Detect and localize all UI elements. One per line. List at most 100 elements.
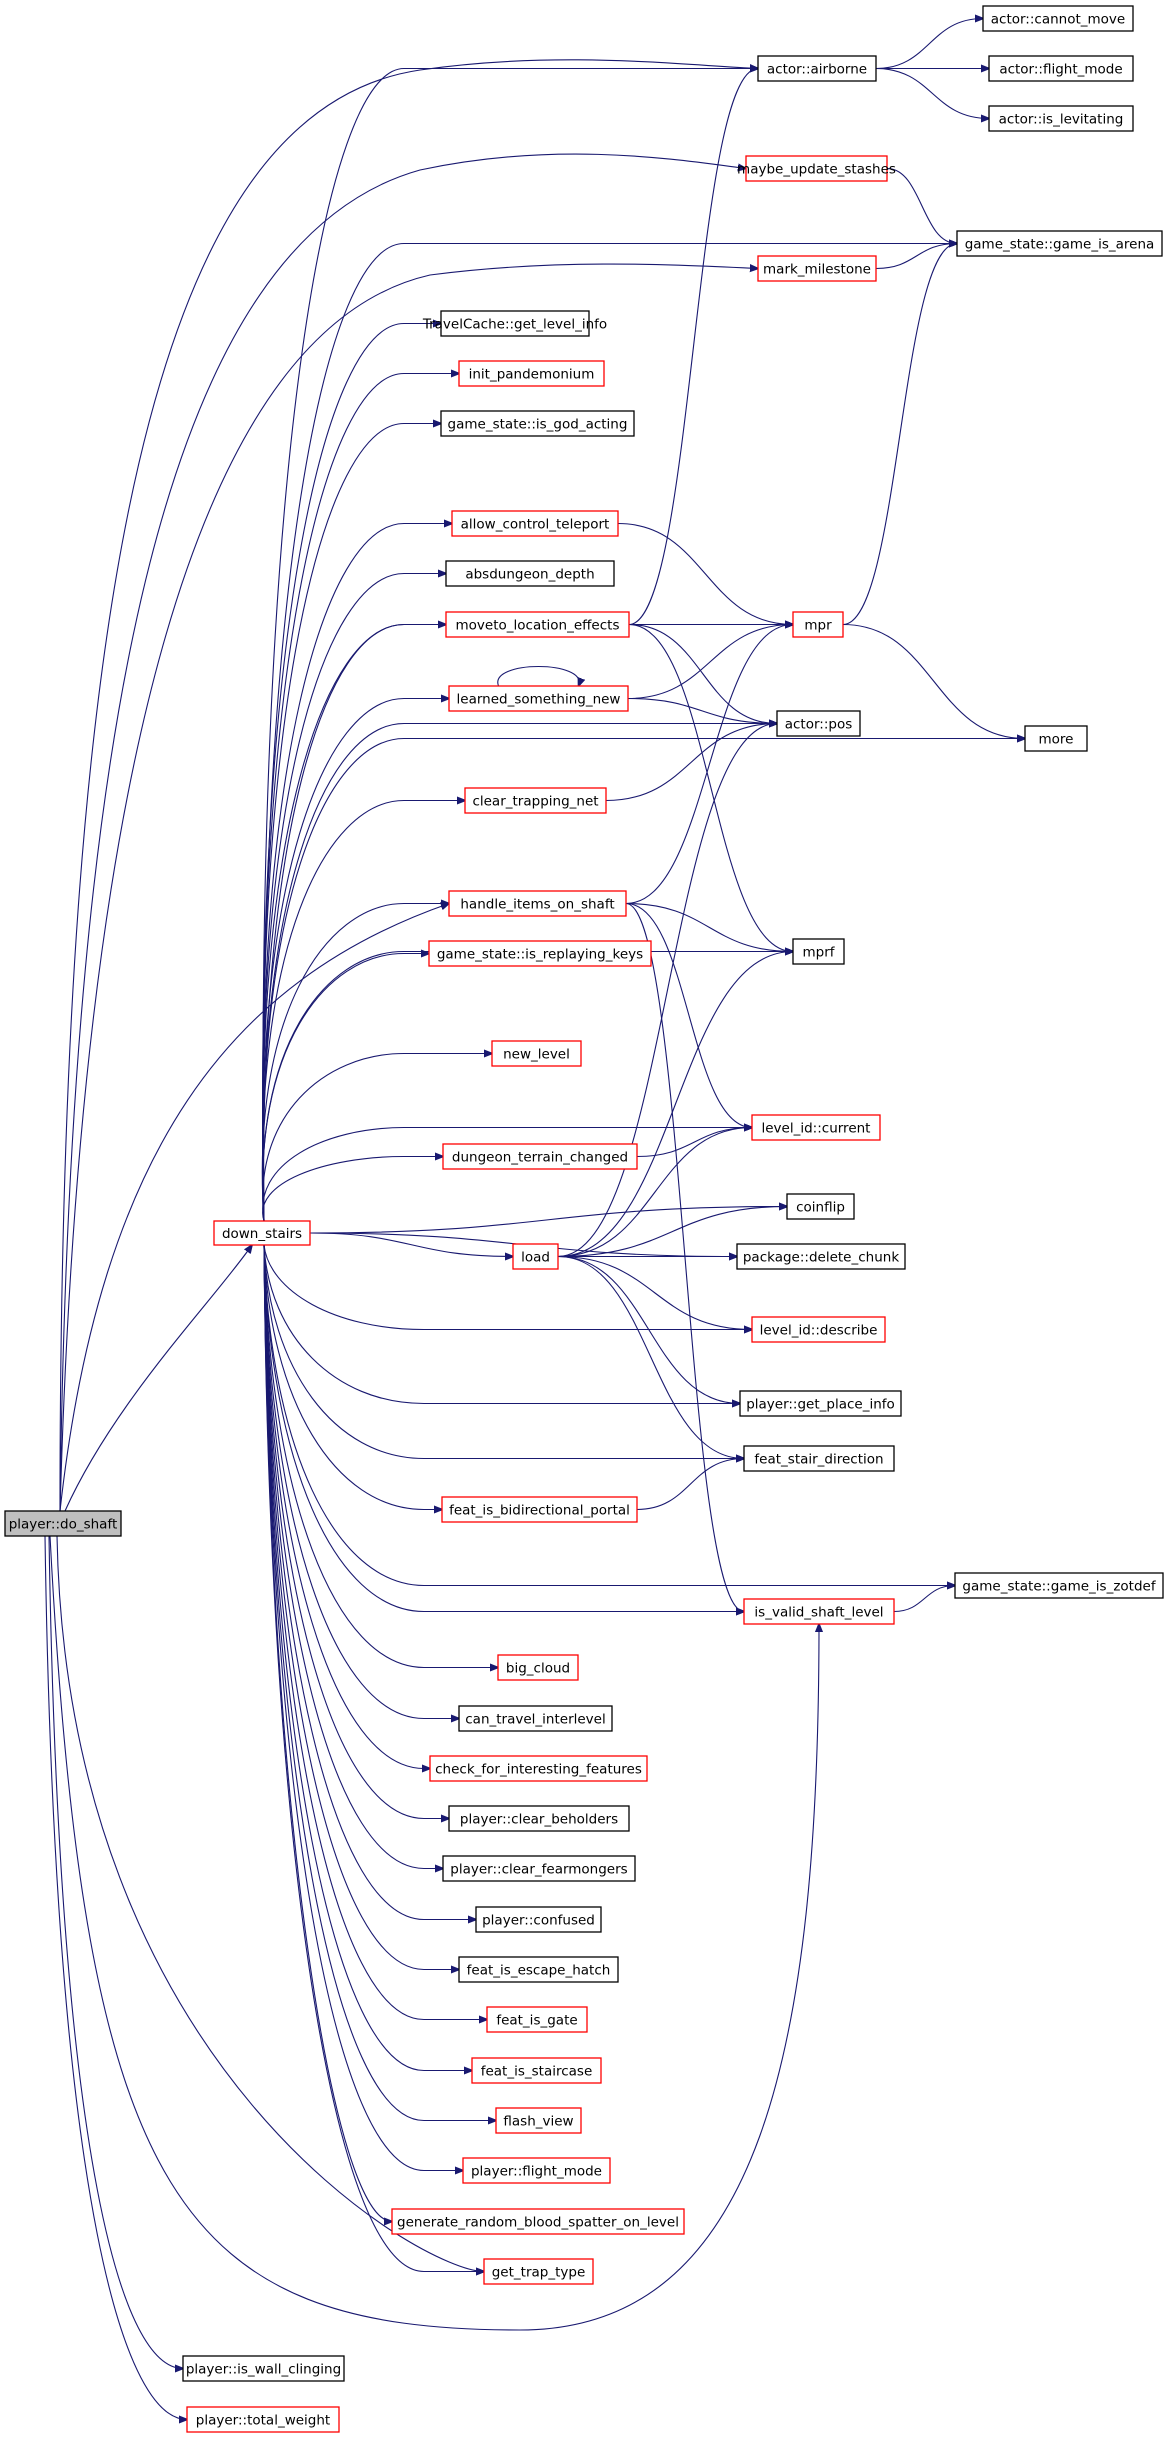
node-mark-milestone[interactable]: mark_milestone <box>757 255 877 282</box>
edge-do_shaft-to-get_trap_type <box>56 1535 484 2272</box>
node-feat-is-gate[interactable]: feat_is_gate <box>486 2006 588 2033</box>
edge-down_stairs-to-feat_is_staircase <box>263 1244 472 2071</box>
node-box <box>736 1243 906 1270</box>
node-blood-spatter[interactable]: generate_random_blood_spatter_on_level <box>391 2208 685 2235</box>
edge-feat_is_bidirectional_portal-to-feat_stair_direction <box>636 1459 744 1511</box>
node-box <box>745 155 888 182</box>
edge-down_stairs-to-feat_stair_direction <box>263 1244 744 1459</box>
node-feat-is-bidirectional-portal[interactable]: feat_is_bidirectional_portal <box>441 1496 638 1523</box>
node-box <box>445 611 630 638</box>
edge-moveto_location_effects-to-mprf <box>628 623 793 952</box>
edge-load-to-actor_pos <box>557 724 777 1258</box>
edge-down_stairs-to-is_god_acting <box>262 424 441 1222</box>
node-maybe-update-stashes[interactable]: maybe_update_stashes <box>737 155 896 182</box>
node-actor-pos: actor::pos <box>776 710 861 737</box>
edge-down_stairs-to-clear_fearmongers <box>263 1244 443 1869</box>
node-total-weight[interactable]: player::total_weight <box>186 2406 340 2433</box>
node-check-for-interesting-features[interactable]: check_for_interesting_features <box>429 1755 648 1782</box>
edge-do_shaft-to-airborne <box>59 59 758 1512</box>
node-feat-is-staircase[interactable]: feat_is_staircase <box>471 2057 602 2084</box>
node-label: actor::is_levitating <box>999 112 1124 128</box>
node-box <box>988 55 1134 82</box>
edge-down_stairs-to-load <box>309 1232 513 1257</box>
node-level-current[interactable]: level_id::current <box>751 1114 881 1141</box>
node-mpr[interactable]: mpr <box>792 611 844 638</box>
edge-mpr-to-more <box>842 623 1025 739</box>
node-box <box>792 938 845 965</box>
edge-handle_items_on_shaft-to-is_valid_shaft_level <box>625 902 744 1612</box>
node-level-describe[interactable]: level_id::describe <box>751 1316 886 1343</box>
node-box <box>475 1906 602 1933</box>
node-big-cloud[interactable]: big_cloud <box>497 1654 579 1681</box>
node-player-flight-mode[interactable]: player::flight_mode <box>462 2157 611 2184</box>
node-down-stairs[interactable]: down_stairs <box>213 1220 311 1246</box>
node-is-valid-shaft-level[interactable]: is_valid_shaft_level <box>743 1598 895 1625</box>
node-box <box>428 940 652 967</box>
node-moveto-location-effects[interactable]: moveto_location_effects <box>445 611 630 638</box>
node-box <box>458 1956 619 1983</box>
node-flash-view[interactable]: flash_view <box>495 2107 582 2134</box>
node-is-replaying-keys[interactable]: game_state::is_replaying_keys <box>428 940 652 967</box>
node-label: clear_trapping_net <box>472 794 598 810</box>
node-clear-trapping-net[interactable]: clear_trapping_net <box>464 787 607 814</box>
edge-load-to-coinflip <box>557 1207 787 1258</box>
node-box <box>988 105 1134 132</box>
node-absdungeon-depth: absdungeon_depth <box>445 560 615 587</box>
node-label: feat_is_gate <box>496 2013 577 2029</box>
edge-down_stairs-to-moveto_location_effects <box>262 625 446 1222</box>
node-box <box>486 2006 588 2033</box>
node-label: load <box>521 1250 550 1266</box>
node-box <box>497 1654 579 1681</box>
edge-down_stairs-to-clear_beholders <box>263 1244 449 1819</box>
edge-do_shaft-to-wall_clinging <box>48 1535 183 2369</box>
edge-moveto_location_effects-to-actor_pos <box>628 623 777 724</box>
node-more: more <box>1024 725 1088 752</box>
node-label: feat_is_escape_hatch <box>467 1963 611 1979</box>
node-is-levitating: actor::is_levitating <box>988 105 1134 132</box>
node-box <box>776 710 861 737</box>
node-box <box>429 1755 648 1782</box>
node-do-shaft: player::do_shaft <box>4 1510 122 1537</box>
node-box <box>448 890 627 917</box>
edge-load-to-level_describe <box>557 1255 752 1330</box>
node-label: actor::airborne <box>767 62 867 78</box>
node-label: game_state::game_is_zotdef <box>962 1579 1156 1595</box>
edge-down_stairs-to-is_valid_shaft_level <box>263 1244 744 1612</box>
edge-down_stairs-to-feat_is_escape_hatch <box>263 1244 459 1970</box>
node-coinflip: coinflip <box>786 1193 855 1220</box>
node-new-level[interactable]: new_level <box>491 1040 582 1067</box>
edge-do_shaft-to-is_valid_shaft_level <box>49 1535 819 2331</box>
node-label: dungeon_terrain_changed <box>452 1150 628 1166</box>
node-box <box>483 2258 594 2285</box>
node-box <box>458 1705 613 1732</box>
node-label: big_cloud <box>506 1661 570 1677</box>
node-get-trap-type[interactable]: get_trap_type <box>483 2258 594 2285</box>
edge-handle_items_on_shaft-to-mpr <box>625 625 793 905</box>
node-delete-chunk: package::delete_chunk <box>736 1243 906 1270</box>
node-box <box>751 1316 886 1343</box>
node-label: flash_view <box>503 2114 573 2130</box>
node-box <box>448 685 629 712</box>
node-box <box>441 1496 638 1523</box>
node-feat-stair-direction: feat_stair_direction <box>743 1445 895 1472</box>
node-label: player::clear_beholders <box>460 1812 618 1828</box>
node-allow-control-teleport[interactable]: allow_control_teleport <box>451 510 619 537</box>
node-box <box>757 55 877 82</box>
edge-down_stairs-to-learned_something_new <box>262 699 449 1222</box>
node-mprf: mprf <box>792 938 845 965</box>
edge-moveto_location_effects-to-airborne <box>628 69 758 626</box>
node-flight-mode-a: actor::flight_mode <box>988 55 1134 82</box>
edge-dungeon_terrain_changed-to-level_current <box>636 1128 752 1158</box>
node-label: init_pandemonium <box>469 367 595 383</box>
node-handle-items-on-shaft[interactable]: handle_items_on_shaft <box>448 890 627 917</box>
node-init-pandemonium[interactable]: init_pandemonium <box>458 360 605 387</box>
node-load[interactable]: load <box>512 1243 559 1270</box>
edge-airborne-to-is_levitating <box>875 67 989 119</box>
node-game-is-arena: game_state::game_is_arena <box>956 230 1163 257</box>
node-learned-something-new[interactable]: learned_something_new <box>448 685 629 712</box>
node-label: more <box>1039 732 1074 748</box>
edge-down_stairs-to-check_for_interesting_features <box>263 1244 430 1769</box>
node-box <box>982 5 1134 32</box>
node-label: game_state::game_is_arena <box>965 237 1155 253</box>
node-dungeon-terrain-changed[interactable]: dungeon_terrain_changed <box>442 1143 638 1170</box>
